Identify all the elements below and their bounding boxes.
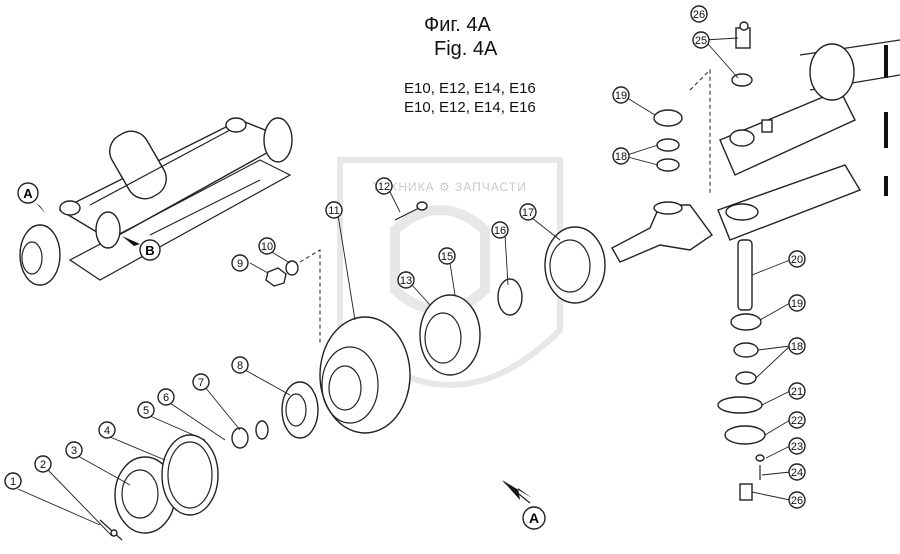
models-line-2: E10, E12, E14, E16 xyxy=(404,99,536,116)
wheel-hub xyxy=(319,316,411,434)
figure-title-en: Fig. 4A xyxy=(434,38,498,60)
callout-2: 2 xyxy=(34,455,52,473)
outer-bearing xyxy=(281,381,319,439)
svg-text:8: 8 xyxy=(237,360,243,372)
wheel-stud-12 xyxy=(394,201,428,221)
king-pin xyxy=(737,239,753,311)
callout-17: 17 xyxy=(519,203,537,221)
svg-text:17: 17 xyxy=(522,207,534,219)
callout-1: 1 xyxy=(4,472,22,490)
watermark-text: ТЕХНИКА ⚙ ЗАПЧАСТИ xyxy=(372,180,527,194)
models-line-1: E10, E12, E14, E16 xyxy=(404,80,536,97)
shims-18-bottom xyxy=(733,342,759,385)
callout-7: 7 xyxy=(192,373,210,391)
lock-washer-23 xyxy=(755,454,765,462)
callout-19-top: 19 xyxy=(612,86,630,104)
callout-22: 22 xyxy=(788,411,806,429)
callout-9: 9 xyxy=(231,254,249,272)
callout-4: 4 xyxy=(98,421,116,439)
figure-title-ru: Фиг. 4A xyxy=(424,14,491,36)
dust-shield xyxy=(544,226,606,304)
callout-8: 8 xyxy=(231,356,249,374)
svg-text:15: 15 xyxy=(441,251,453,263)
view-marker-a: A xyxy=(17,182,46,214)
bearing-19-top xyxy=(653,109,683,127)
callout-18-top: 18 xyxy=(612,147,630,165)
svg-text:10: 10 xyxy=(261,241,273,253)
bolt-1 xyxy=(99,519,123,541)
svg-text:26: 26 xyxy=(693,9,705,21)
assembly-line-kingpin xyxy=(689,68,711,195)
grease-fitting-bottom xyxy=(739,483,753,501)
svg-text:24: 24 xyxy=(791,467,803,479)
svg-text:9: 9 xyxy=(237,258,243,270)
svg-text:18: 18 xyxy=(615,151,627,163)
svg-text:13: 13 xyxy=(400,275,412,287)
callout-11: 11 xyxy=(325,201,343,219)
svg-text:6: 6 xyxy=(163,392,169,404)
callout-16: 16 xyxy=(491,221,509,239)
svg-text:12: 12 xyxy=(378,181,390,193)
svg-text:21: 21 xyxy=(791,386,803,398)
callout-18-bottom: 18 xyxy=(788,337,806,355)
callout-6: 6 xyxy=(157,388,175,406)
view-label-b: B xyxy=(145,243,154,258)
svg-text:19: 19 xyxy=(615,90,627,102)
callouts: 1 2 3 4 5 6 7 8 9 10 11 12 13 15 16 17 1… xyxy=(4,5,806,509)
callout-24: 24 xyxy=(788,463,806,481)
svg-text:22: 22 xyxy=(791,415,803,427)
svg-text:20: 20 xyxy=(791,254,803,266)
svg-text:2: 2 xyxy=(40,459,46,471)
svg-text:16: 16 xyxy=(494,225,506,237)
svg-text:3: 3 xyxy=(71,445,77,457)
svg-text:19: 19 xyxy=(791,298,803,310)
nut-9 xyxy=(265,267,287,287)
view-arrow-a-bottom: A xyxy=(502,480,546,530)
assembly-line-stud xyxy=(299,249,321,345)
callout-5: 5 xyxy=(137,401,155,419)
callout-26-bottom: 26 xyxy=(788,491,806,509)
callout-21: 21 xyxy=(788,382,806,400)
axle-beam-end xyxy=(717,39,900,241)
steering-knuckle xyxy=(611,201,713,263)
axle-assembly-overview xyxy=(19,117,293,286)
hub-gasket xyxy=(161,434,219,516)
svg-text:18: 18 xyxy=(791,341,803,353)
svg-text:4: 4 xyxy=(104,425,110,437)
leader-lines xyxy=(17,37,791,537)
callout-25: 25 xyxy=(692,31,710,49)
retainer-21 xyxy=(717,396,763,414)
inner-bearing xyxy=(419,294,481,376)
svg-text:7: 7 xyxy=(198,377,204,389)
svg-text:1: 1 xyxy=(10,476,16,488)
svg-text:5: 5 xyxy=(143,405,149,417)
cap-22 xyxy=(724,425,766,445)
svg-text:11: 11 xyxy=(328,205,339,217)
view-label-a-bottom: A xyxy=(529,510,539,526)
callout-20: 20 xyxy=(788,250,806,268)
shims-18-top xyxy=(656,138,680,172)
bearing-19-bottom xyxy=(730,313,762,331)
view-label-a: A xyxy=(23,186,33,201)
oil-seal xyxy=(497,278,523,316)
callout-15: 15 xyxy=(438,247,456,265)
svg-text:26: 26 xyxy=(791,495,803,507)
callout-10: 10 xyxy=(258,237,276,255)
castle-nut xyxy=(231,427,249,449)
callout-3: 3 xyxy=(65,441,83,459)
svg-text:23: 23 xyxy=(791,441,803,453)
washer-10 xyxy=(285,260,299,276)
svg-text:25: 25 xyxy=(695,35,707,47)
callout-13: 13 xyxy=(397,271,415,289)
callout-12: 12 xyxy=(375,177,393,195)
washer-7 xyxy=(255,420,269,440)
bushing-25 xyxy=(731,73,753,87)
hub-cap xyxy=(114,456,176,534)
callout-23: 23 xyxy=(788,437,806,455)
callout-26-top: 26 xyxy=(690,5,708,23)
view-marker-b: B xyxy=(122,236,161,261)
grease-fitting-top xyxy=(735,21,751,49)
callout-19-bottom: 19 xyxy=(788,294,806,312)
